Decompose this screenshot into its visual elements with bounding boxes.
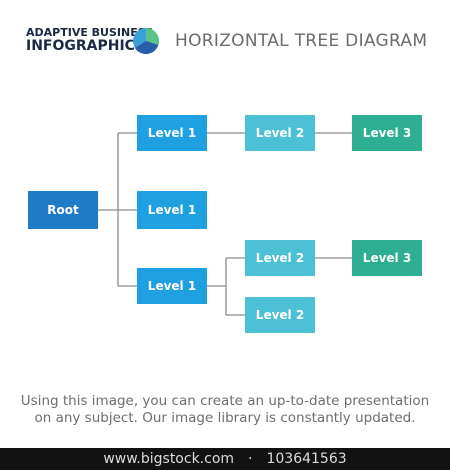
brand-line-2: INFOGRAPHICS xyxy=(26,38,146,54)
node-level2-bottom-b: Level 2 xyxy=(245,297,315,333)
node-root: Root xyxy=(28,191,98,229)
node-level1-bottom-label: Level 1 xyxy=(147,279,197,293)
node-level2-top-label: Level 2 xyxy=(255,126,305,140)
node-level3-bottom: Level 3 xyxy=(352,240,422,276)
node-level1-bottom: Level 1 xyxy=(137,268,207,304)
node-level2-top: Level 2 xyxy=(245,115,315,151)
page-title: HORIZONTAL TREE DIAGRAM xyxy=(175,31,428,51)
node-level3-bottom-label: Level 3 xyxy=(362,251,412,265)
brand-line-1: ADAPTIVE BUSINESS xyxy=(26,26,154,39)
footer-bar: www.bigstock.com · 103641563 xyxy=(0,448,450,470)
brand-logo-icon xyxy=(133,28,159,54)
footer-separator: · xyxy=(248,451,253,467)
node-level3-top: Level 3 xyxy=(352,115,422,151)
node-level3-top-label: Level 3 xyxy=(362,126,412,140)
node-root-label: Root xyxy=(47,203,79,217)
node-level1-top: Level 1 xyxy=(137,115,207,151)
node-level1-middle-label: Level 1 xyxy=(147,203,197,217)
footer-image-id: 103641563 xyxy=(266,451,347,467)
footer-site: www.bigstock.com xyxy=(103,451,235,467)
node-level2-bottom-a-label: Level 2 xyxy=(255,251,305,265)
node-level2-bottom-a: Level 2 xyxy=(245,240,315,276)
caption-text: Using this image, you can create an up-t… xyxy=(20,393,430,426)
node-level1-middle: Level 1 xyxy=(137,191,207,229)
node-level1-top-label: Level 1 xyxy=(147,126,197,140)
node-level2-bottom-b-label: Level 2 xyxy=(255,308,305,322)
